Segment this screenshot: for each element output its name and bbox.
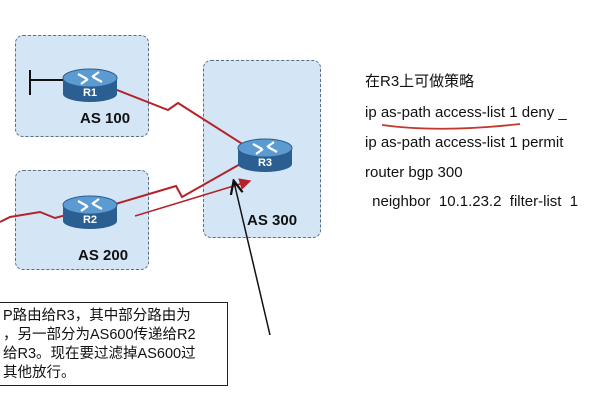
router-r3-icon[interactable]: [237, 138, 293, 172]
router-r1-label: R1: [82, 87, 98, 99]
config-line-4: neighbor 10.1.23.2 filter-list 1: [368, 193, 579, 210]
as300-label: AS 300: [247, 212, 298, 229]
link-external-r2-line: [0, 210, 75, 223]
config-line-2: ip as-path access-list 1 permit: [365, 134, 564, 151]
router-r2-label: R2: [82, 214, 98, 226]
link-r2-r3-line: [111, 162, 243, 206]
config-underline-mark: [381, 123, 521, 130]
router-r3-label: R3: [257, 157, 273, 169]
route-advert-arrow-line: [134, 178, 252, 217]
note-pointer-arrow-line: [234, 182, 271, 336]
note-line-1: P路由给R3，其中部分路由为: [3, 308, 191, 324]
config-line-3: router bgp 300: [365, 164, 463, 181]
router-r2-icon[interactable]: [62, 195, 118, 229]
router-r1-icon[interactable]: [62, 68, 118, 102]
link-r1-r3-line: [111, 87, 256, 153]
note-line-4: 其他放行。: [3, 365, 76, 381]
note-line-2: ，另一部分为AS600传递给R2: [3, 327, 196, 343]
as100-label: AS 100: [80, 110, 131, 127]
as200-label: AS 200: [78, 247, 129, 264]
config-title: 在R3上可做策略: [365, 73, 475, 90]
config-line-1: ip as-path access-list 1 deny _: [365, 104, 567, 121]
note-line-3: 给R3。现在要过滤掉AS600过: [3, 346, 196, 362]
description-note: P路由给R3，其中部分路由为 ，另一部分为AS600传递给R2 给R3。现在要过…: [0, 302, 228, 386]
